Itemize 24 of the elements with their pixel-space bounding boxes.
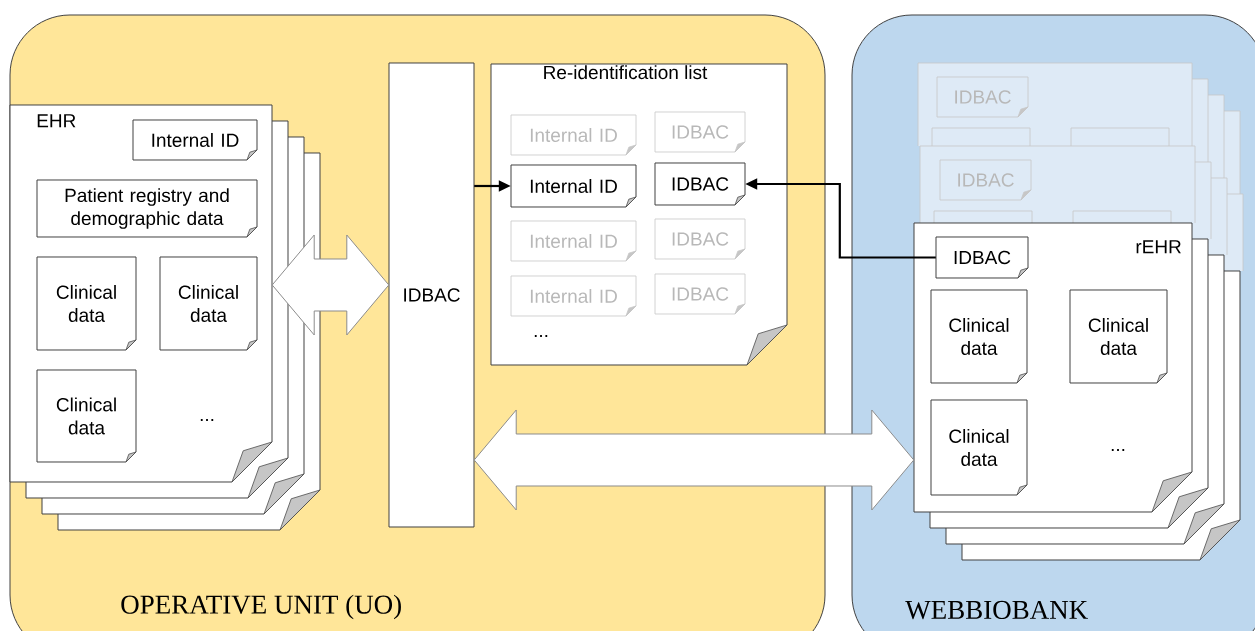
field-card: IDBAC <box>654 111 746 153</box>
field-card: Patient registry and demographic data <box>36 179 258 238</box>
vertical-bar: IDBAC <box>388 62 475 528</box>
field-card: IDBAC <box>939 159 1032 201</box>
field-card: Internal ID <box>510 164 637 208</box>
field-card: IDBAC <box>654 218 746 260</box>
document-card <box>917 62 1193 147</box>
field-card: Clinical data <box>36 256 137 351</box>
block-arrow <box>271 234 390 336</box>
field-card: Internal ID <box>510 114 637 156</box>
field-card: IDBAC <box>936 76 1029 118</box>
field-card: Clinical data <box>930 399 1028 496</box>
field-card: Internal ID <box>510 275 637 317</box>
block-arrow <box>473 409 915 511</box>
field-card: Internal ID <box>510 220 637 262</box>
field-card: IDBAC <box>935 236 1029 279</box>
field-card: Clinical data <box>159 256 258 351</box>
field-card: Clinical data <box>1069 289 1168 384</box>
field-card: Internal ID <box>132 119 258 161</box>
field-card: Clinical data <box>930 289 1028 384</box>
field-card: IDBAC <box>654 273 746 315</box>
field-card: IDBAC <box>654 162 746 206</box>
document-card <box>919 145 1196 224</box>
field-card: Clinical data <box>36 369 137 463</box>
